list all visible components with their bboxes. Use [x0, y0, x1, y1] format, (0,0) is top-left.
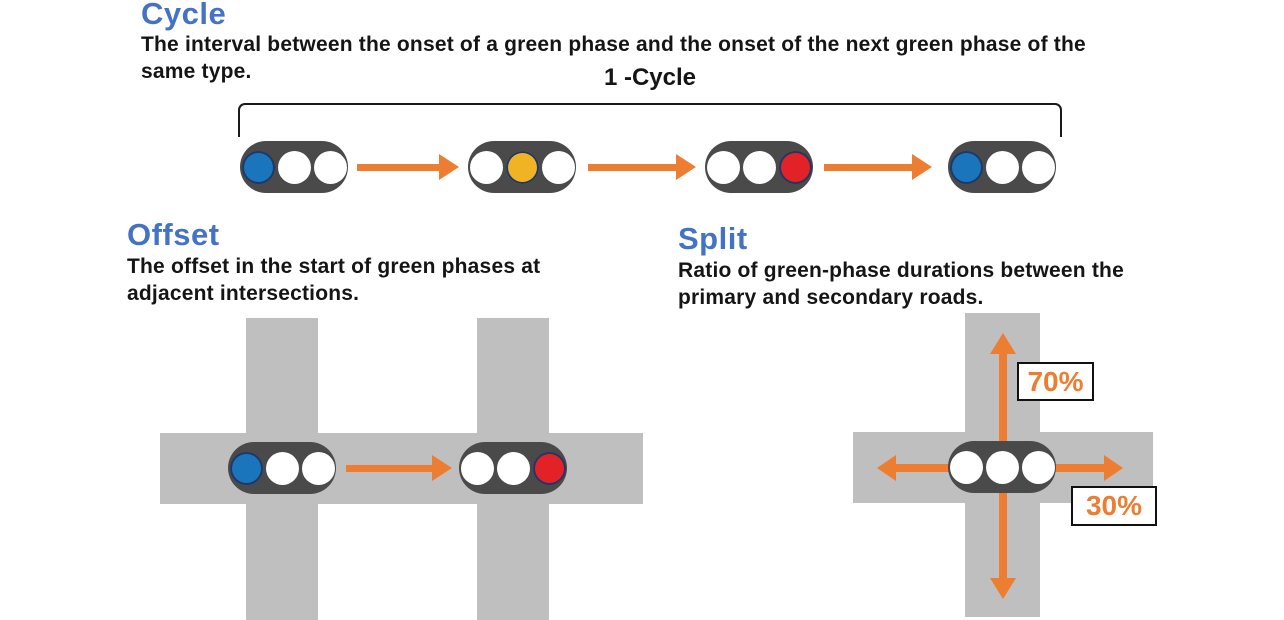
- lamp-white: [985, 150, 1019, 184]
- arrow-head-left-icon: [877, 454, 896, 481]
- arrow-head-icon: [439, 154, 459, 180]
- traffic-light-phase-3: [705, 141, 813, 193]
- lamp-red: [778, 150, 812, 184]
- traffic-light-split-intersection: [948, 441, 1056, 493]
- lamp-white: [460, 451, 494, 485]
- lamp-white: [277, 150, 311, 184]
- offset-title: Offset: [127, 217, 220, 252]
- phase-arrow-2: [588, 154, 696, 180]
- lamp-white: [742, 150, 776, 184]
- lamp-yellow: [505, 150, 539, 184]
- lamp-white: [706, 150, 740, 184]
- traffic-light-intersection-2: [459, 442, 567, 494]
- arrow-head-down-icon: [989, 578, 1016, 599]
- lamp-blue: [241, 150, 275, 184]
- offset-description: The offset in the start of green phases …: [127, 255, 541, 305]
- arrow-head-right-icon: [1104, 454, 1123, 481]
- lamp-red: [532, 451, 566, 485]
- lamp-white: [496, 451, 530, 485]
- cycle-bracket-label: 1 -Cycle: [603, 64, 697, 91]
- secondary-split-badge: 30%: [1071, 486, 1157, 526]
- arrow-head-icon: [676, 154, 696, 180]
- primary-split-badge: 70%: [1017, 362, 1094, 401]
- lamp-white: [949, 450, 983, 484]
- lamp-blue: [949, 150, 983, 184]
- offset-arrow: [346, 455, 452, 481]
- arrow-head-icon: [912, 154, 932, 180]
- traffic-light-phase-1: [240, 141, 348, 193]
- cycle-description: The interval between the onset of a gree…: [141, 33, 1086, 83]
- cycle-title: Cycle: [141, 0, 227, 31]
- traffic-light-phase-2: [468, 141, 576, 193]
- lamp-white: [541, 150, 575, 184]
- phase-arrow-3: [824, 154, 932, 180]
- split-description: Ratio of green-phase durations between t…: [678, 259, 1124, 309]
- arrow-head-up-icon: [989, 333, 1016, 354]
- lamp-white: [985, 450, 1019, 484]
- lamp-white: [469, 150, 503, 184]
- cycle-bracket: [238, 103, 1062, 137]
- traffic-light-phase-4: [948, 141, 1056, 193]
- lamp-blue: [229, 451, 263, 485]
- lamp-white: [1021, 150, 1055, 184]
- lamp-white: [301, 451, 335, 485]
- lamp-white: [265, 451, 299, 485]
- phase-arrow-1: [357, 154, 459, 180]
- lamp-white: [1021, 450, 1055, 484]
- lamp-white: [313, 150, 347, 184]
- arrow-head-icon: [432, 455, 452, 481]
- traffic-light-intersection-1: [228, 442, 336, 494]
- split-title: Split: [678, 221, 748, 256]
